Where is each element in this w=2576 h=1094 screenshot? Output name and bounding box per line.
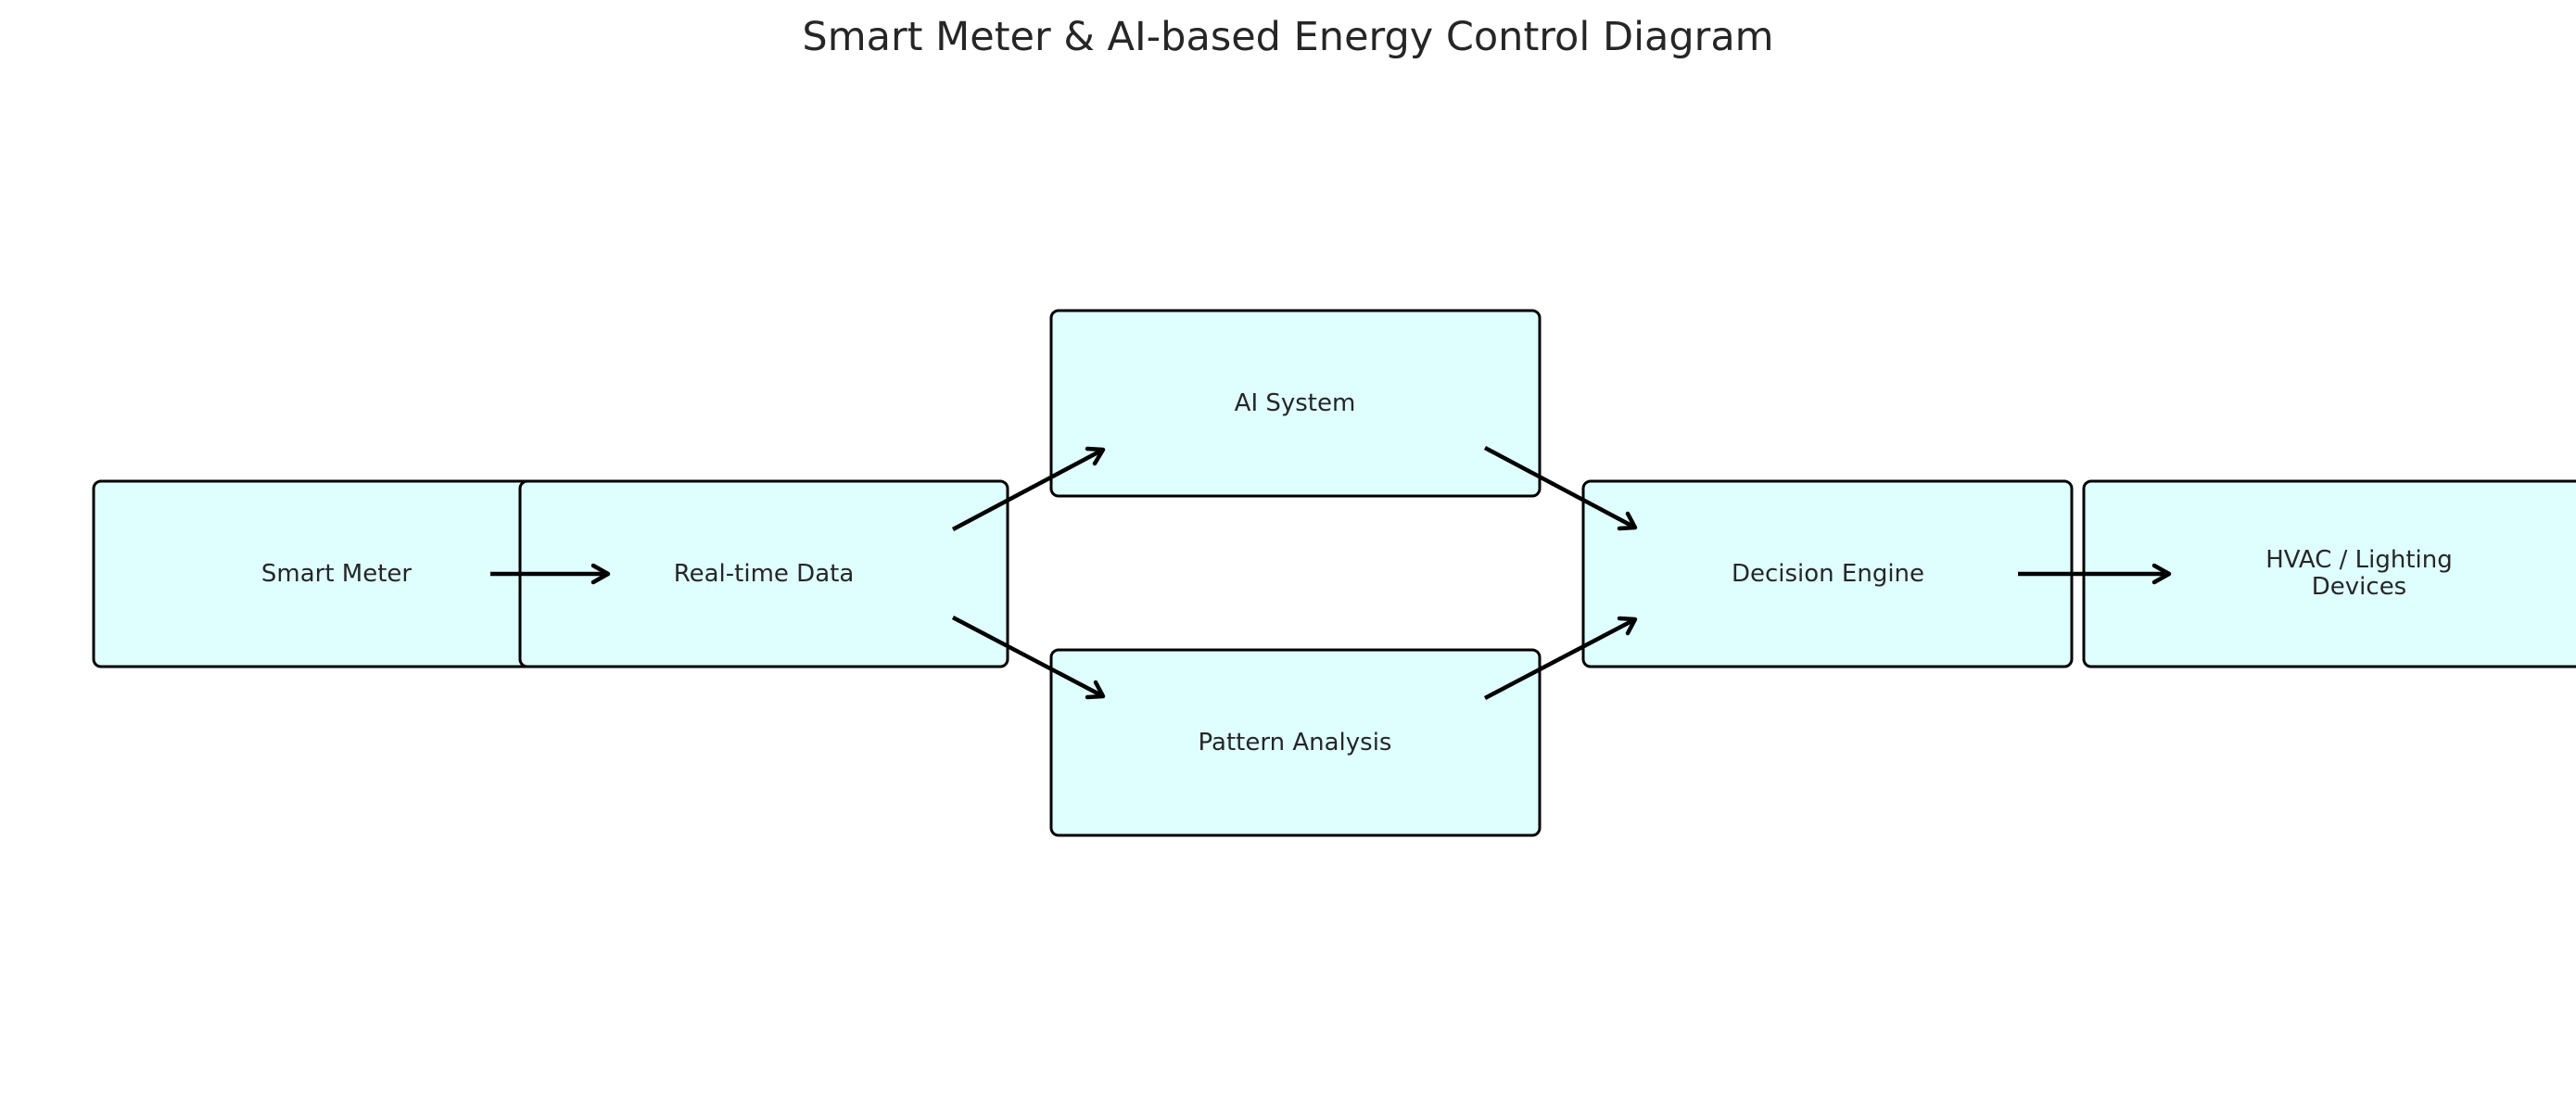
node-ai-system-label: AI System	[1235, 389, 1356, 417]
node-ai-system: AI System	[1049, 309, 1542, 498]
node-realtime-data: Real-time Data	[518, 479, 1009, 668]
node-decision-engine-label: Decision Engine	[1732, 560, 1924, 588]
node-realtime-data-label: Real-time Data	[674, 560, 855, 588]
arrow-smart-meter-to-realtime-data	[490, 563, 611, 585]
arrow-realtime-data-to-pattern-analysis	[951, 616, 1106, 700]
node-decision-engine: Decision Engine	[1581, 479, 2074, 668]
node-devices: HVAC / Lighting Devices	[2082, 479, 2576, 668]
diagram-title: Smart Meter & AI-based Energy Control Di…	[802, 14, 1774, 60]
arrow-pattern-analysis-to-decision-engine	[1483, 616, 1638, 700]
node-pattern-analysis-label: Pattern Analysis	[1199, 729, 1392, 757]
node-pattern-analysis: Pattern Analysis	[1049, 648, 1542, 837]
node-devices-label-line2: Devices	[2312, 573, 2406, 601]
arrow-decision-engine-to-devices	[2018, 563, 2172, 585]
arrow-realtime-data-to-ai-system	[951, 446, 1106, 531]
node-devices-label-line1: HVAC / Lighting	[2265, 546, 2453, 574]
node-smart-meter-label: Smart Meter	[261, 560, 412, 588]
arrow-ai-system-to-decision-engine	[1483, 446, 1638, 531]
